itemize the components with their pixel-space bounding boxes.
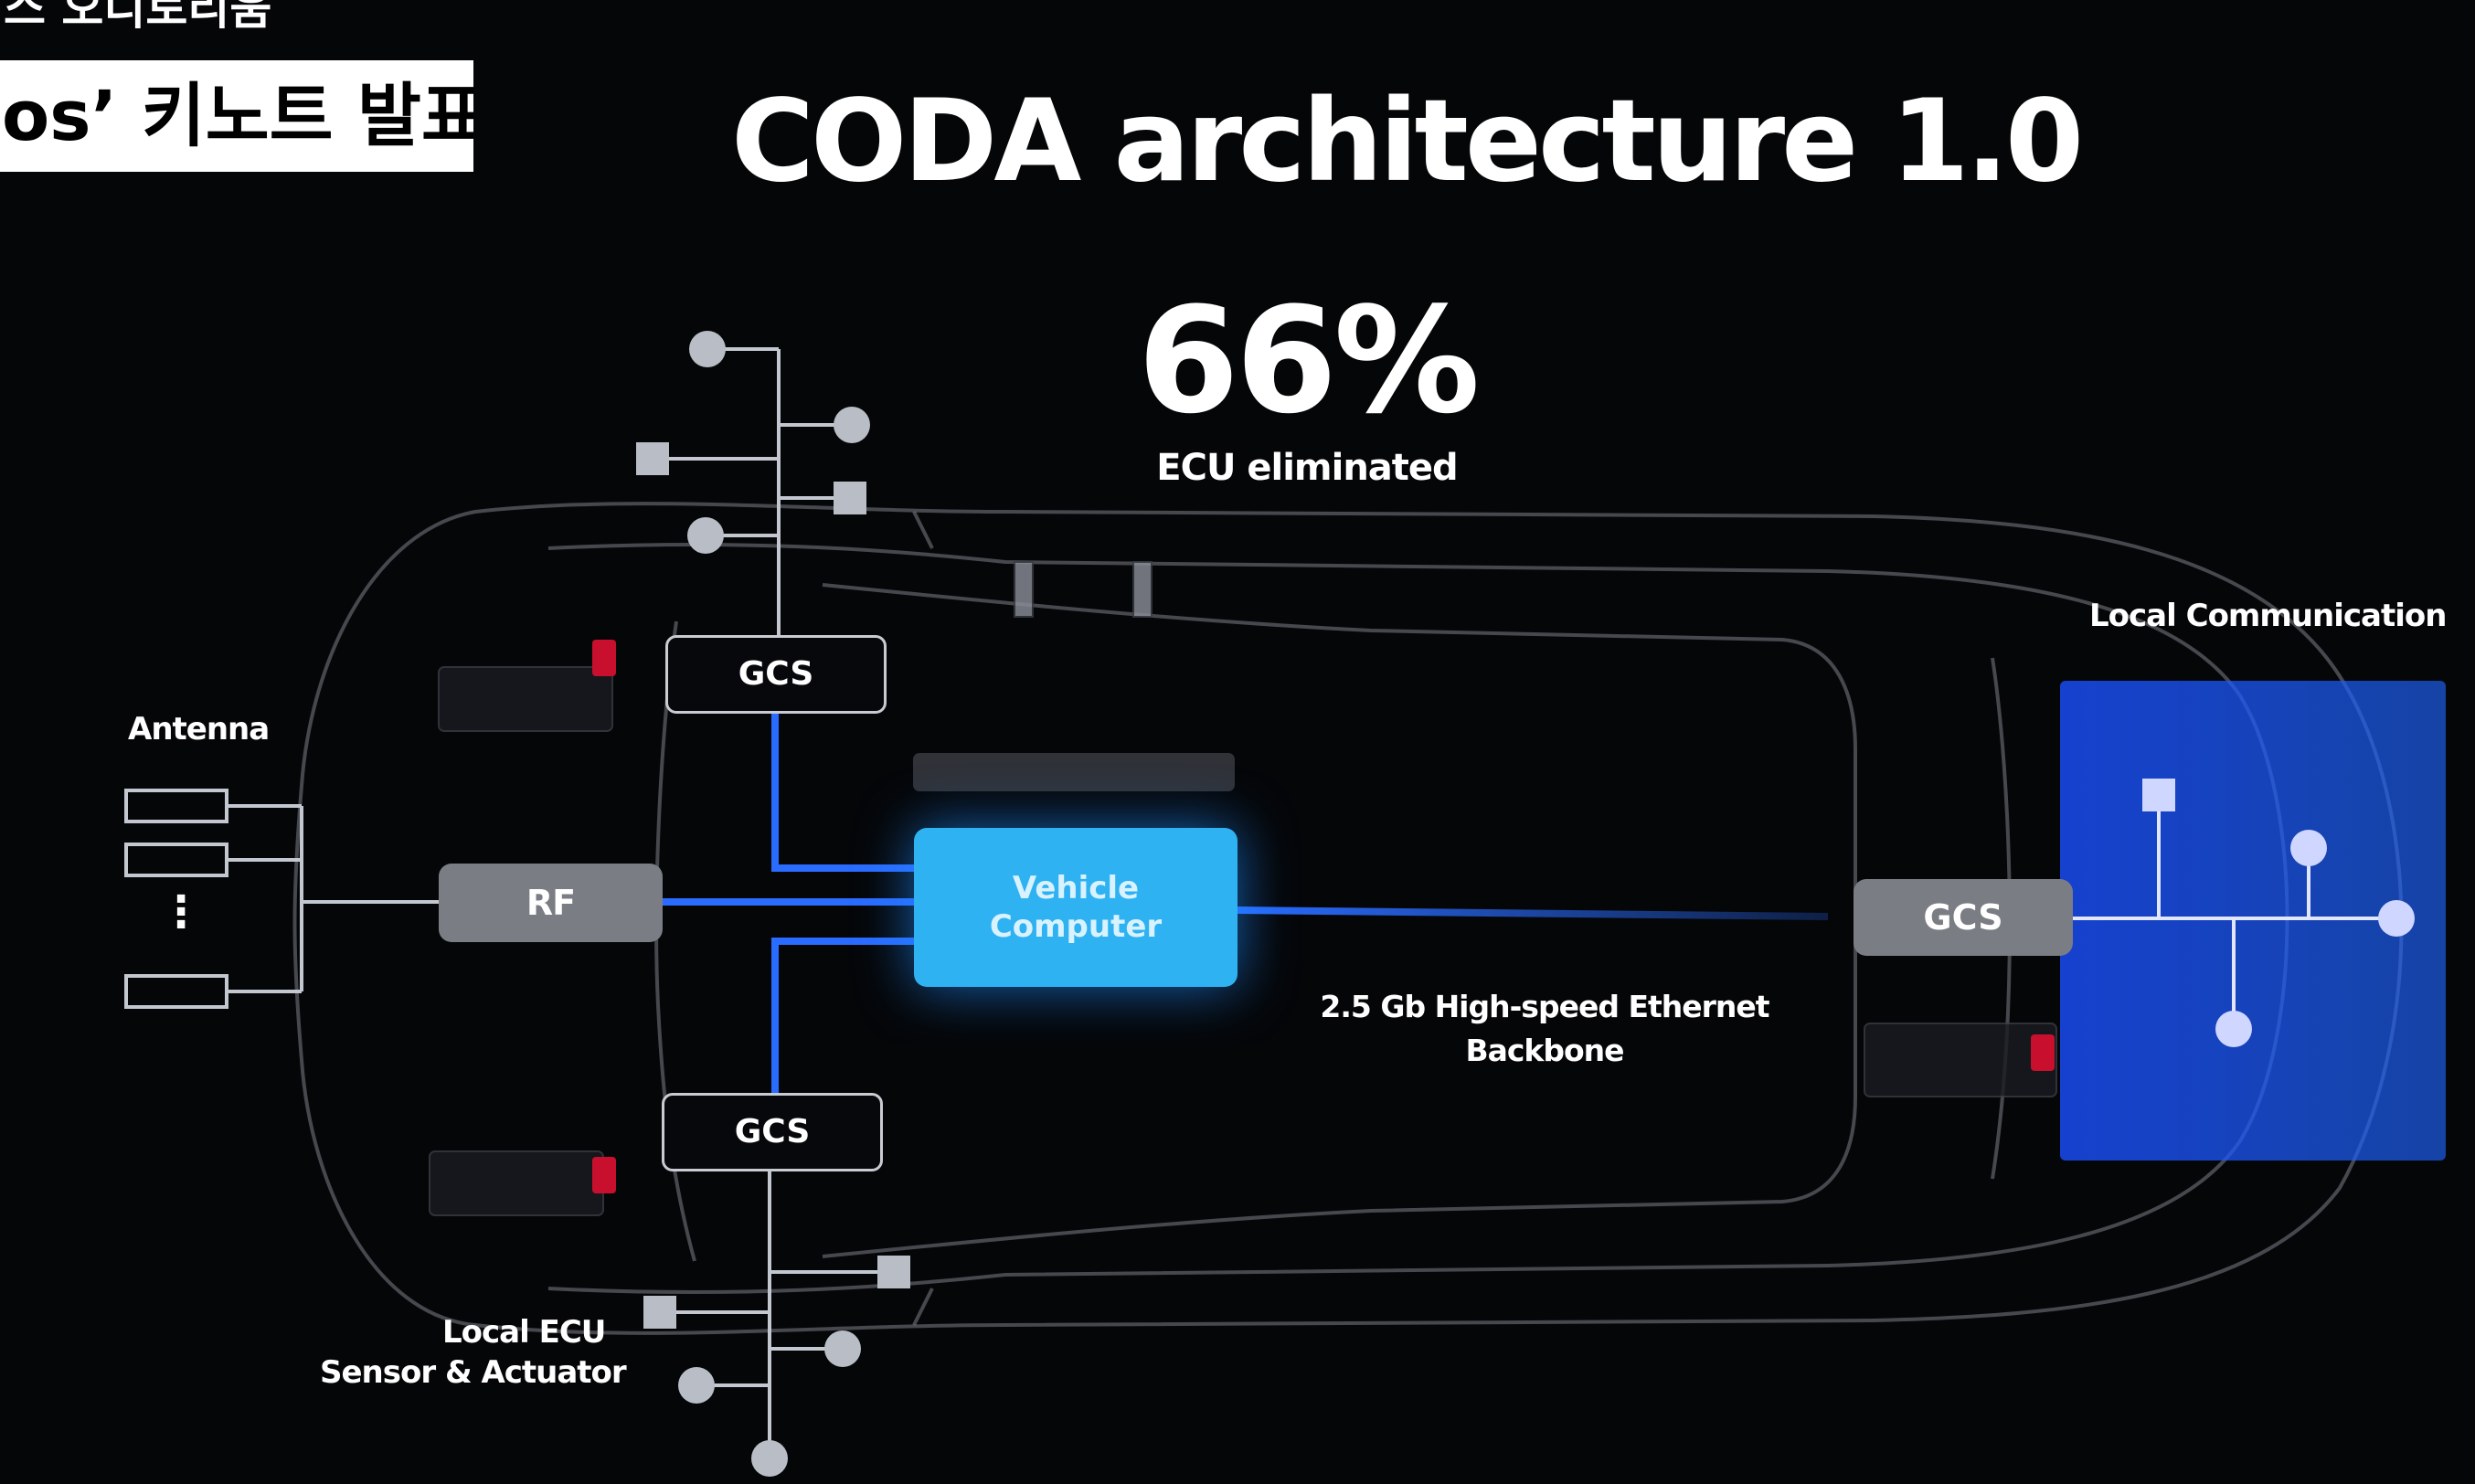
- top-sensor-nodes: [636, 331, 870, 554]
- gcs-right: GCS: [1854, 879, 2073, 956]
- caption-line-1: 스 오디토리움: [4, 0, 272, 35]
- vehicle-computer: Vehicle Computer: [914, 828, 1238, 987]
- local-communication-label: Local Communication: [2089, 598, 2447, 634]
- slide-title: CODA architecture 1.0: [731, 76, 2084, 207]
- interior-details: [429, 561, 2057, 1216]
- red-badges: [592, 640, 2055, 1193]
- rf-label: RF: [526, 883, 576, 923]
- ethernet-backbone-line: [1237, 906, 1829, 920]
- antenna-ellipsis: ⋮: [159, 886, 203, 938]
- antenna-array: [124, 789, 439, 1009]
- local-network-tree: [2073, 795, 2396, 1029]
- vehicle-computer-line2: Computer: [989, 908, 1163, 945]
- bottom-sensor-tree: [660, 1171, 894, 1458]
- ethernet-line2: Backbone: [1465, 1033, 1624, 1068]
- gcs-top: GCS: [665, 635, 887, 714]
- ethernet-backbone-label: 2.5 Gb High-speed Ethernet Backbone: [1298, 985, 1791, 1073]
- top-sensor-tree: [653, 347, 852, 641]
- vehicle-computer-line1: Vehicle: [1012, 870, 1140, 906]
- caption-banner: os’ 키노트 발표: [0, 60, 473, 172]
- gcs-bottom: GCS: [662, 1093, 883, 1171]
- blue-backbone: [659, 711, 918, 1096]
- antenna-label: Antenna: [128, 711, 270, 747]
- local-ecu-label: Local ECU: [442, 1314, 606, 1351]
- rf-box: [439, 864, 663, 942]
- local-network-nodes: [2142, 779, 2415, 1047]
- sensor-actuator-label: Sensor & Actuator: [320, 1354, 627, 1391]
- stat-label: ECU eliminated: [1156, 447, 1458, 489]
- ethernet-line1: 2.5 Gb High-speed Ethernet: [1320, 989, 1769, 1024]
- bottom-sensor-nodes: [643, 1256, 910, 1477]
- stat-value: 66%: [1137, 275, 1481, 446]
